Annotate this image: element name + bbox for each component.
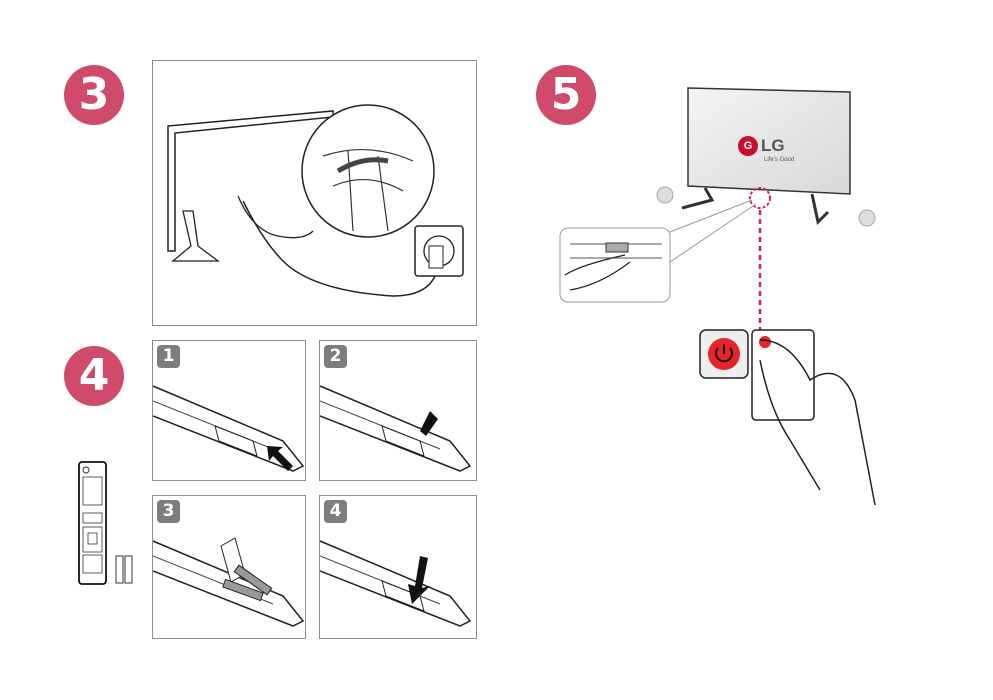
down-arrow-icon [408, 556, 430, 604]
remote-cover-slide-illustration [320, 385, 472, 472]
power-button-zoom-inset [559, 227, 671, 303]
step-5-badge: 5 [536, 65, 596, 125]
speaker-icon [656, 186, 674, 204]
lg-logo: G LG [738, 136, 785, 156]
battery-step-4-panel: 4 [319, 495, 477, 639]
close-cover-illustration [320, 540, 472, 627]
hand-illustration [759, 339, 876, 506]
slide-arrow-icon [420, 411, 438, 436]
step-4-badge: 4 [64, 346, 124, 406]
lg-brand-text: LG [761, 136, 785, 155]
battery-step-1-panel: 1 [152, 340, 306, 481]
battery-step-2-panel: 2 [319, 340, 477, 481]
battery-step-3-panel: 3 [152, 495, 306, 639]
battery-step-label: 1 [157, 345, 180, 368]
lg-tagline: Life's Good [764, 157, 795, 163]
remote-control [751, 329, 815, 421]
push-arrow-icon [267, 446, 293, 471]
cable-connection-illustration [167, 104, 464, 297]
lg-logo-icon: G [738, 136, 758, 156]
remote-back-illustration [153, 385, 305, 472]
battery-step-label: 3 [157, 500, 180, 523]
insert-batteries-illustration [153, 537, 305, 627]
battery-step-label: 4 [324, 500, 347, 523]
battery-step-label: 2 [324, 345, 347, 368]
speaker-icon [858, 209, 876, 227]
cable-connection-panel [152, 60, 477, 326]
tv-screen [687, 87, 851, 195]
step-3-badge: 3 [64, 65, 124, 125]
